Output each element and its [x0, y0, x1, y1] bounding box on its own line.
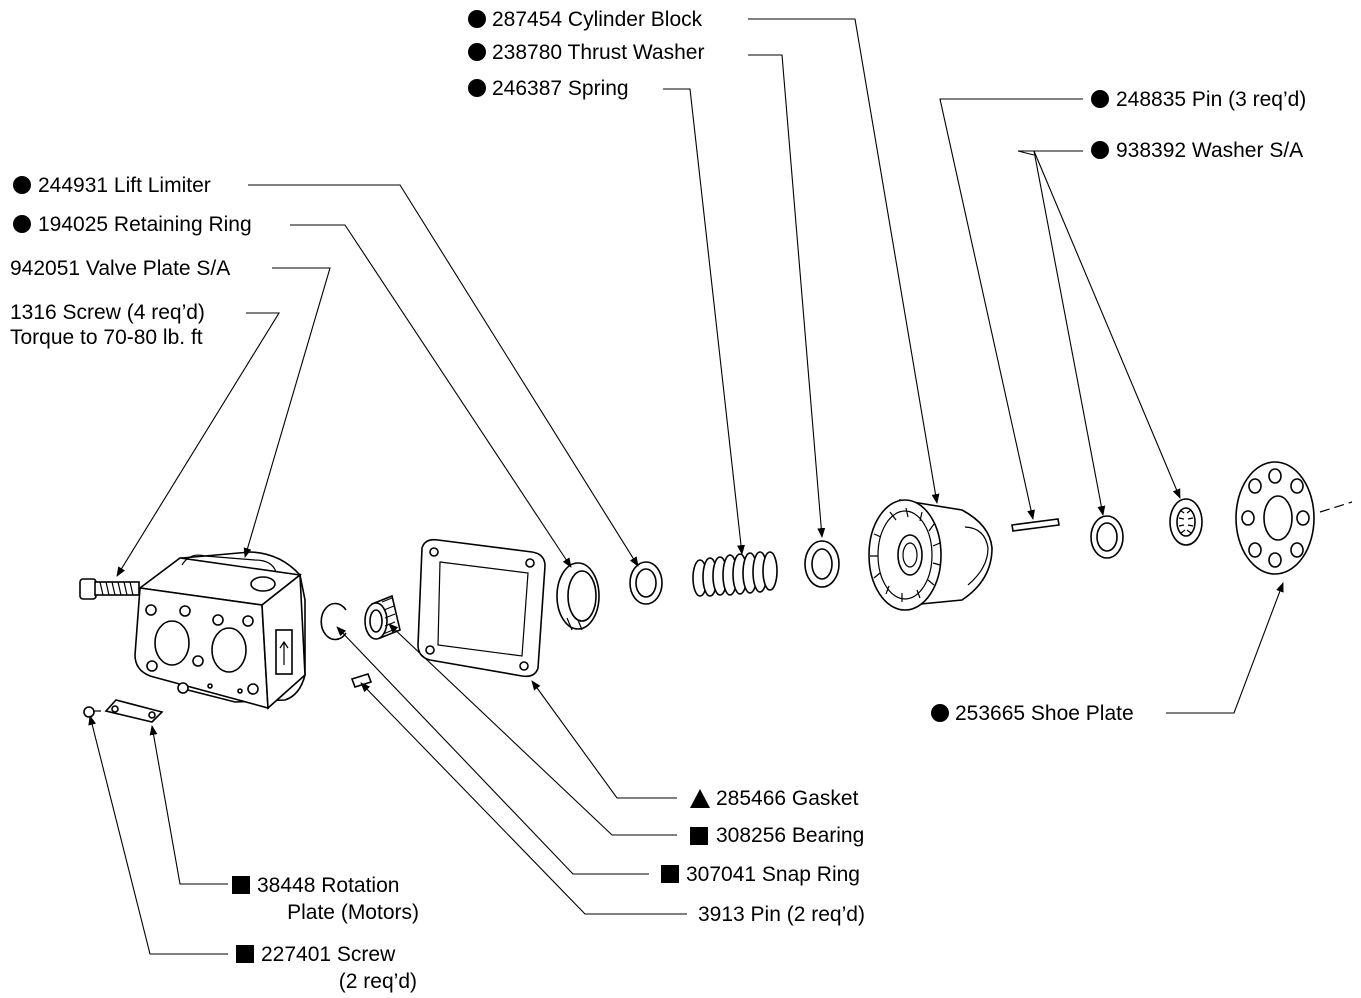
screw-1316-part [79, 578, 140, 600]
snap-ring-part [320, 602, 347, 641]
thrust-washer-part [804, 540, 840, 588]
svg-text:Plate (Motors): Plate (Motors) [287, 901, 419, 924]
svg-text:285466 Gasket: 285466 Gasket [716, 787, 859, 810]
callout-screw-227401: 227401 Screw (2 req’d) [236, 943, 417, 993]
svg-text:246387 Spring: 246387 Spring [492, 77, 629, 100]
svg-text:3913 Pin (2 req’d): 3913 Pin (2 req’d) [698, 903, 865, 926]
svg-text:307041 Snap Ring: 307041 Snap Ring [686, 863, 860, 886]
callout-screw-1316: 1316 Screw (4 req’d) Torque to 70-80 lb.… [10, 301, 205, 349]
washer-spline-part [1169, 498, 1203, 546]
spring-part [692, 551, 778, 597]
bearing-part [364, 594, 401, 640]
gasket-part [417, 538, 546, 678]
callout-shoe-plate: 253665 Shoe Plate [931, 702, 1134, 725]
svg-text:942051 Valve Plate S/A: 942051 Valve Plate S/A [10, 257, 230, 280]
callout-washer-sa: 938392 Washer S/A [1091, 139, 1303, 162]
rotation-plate-part [104, 699, 164, 723]
svg-text:308256 Bearing: 308256 Bearing [716, 824, 864, 847]
svg-text:227401 Screw: 227401 Screw [261, 943, 396, 966]
callout-bearing: 308256 Bearing [690, 824, 864, 847]
svg-text:1316 Screw (4 req’d): 1316 Screw (4 req’d) [10, 301, 205, 324]
callout-pin-3913: 3913 Pin (2 req’d) [698, 903, 865, 926]
cylinder-block-part [868, 499, 993, 611]
retaining-ring-part [556, 562, 600, 631]
callout-valve-plate: 942051 Valve Plate S/A [10, 257, 230, 280]
svg-text:244931 Lift Limiter: 244931 Lift Limiter [38, 174, 211, 197]
callout-thrust-washer: 238780 Thrust Washer [468, 41, 704, 64]
callout-spring: 246387 Spring [468, 77, 629, 100]
svg-text:238780 Thrust Washer: 238780 Thrust Washer [492, 41, 704, 64]
callout-pin-248835: 248835 Pin (3 req’d) [1091, 88, 1306, 111]
svg-text:38448 Rotation: 38448 Rotation [257, 874, 399, 897]
valve-plate-part [134, 551, 306, 710]
svg-text:(2 req’d): (2 req’d) [339, 970, 417, 993]
pin-3913-part [350, 673, 373, 688]
shoe-plate-part [1235, 461, 1353, 575]
callout-cylinder-block: 287454 Cylinder Block [468, 8, 703, 31]
svg-text:Torque to 70-80 lb. ft: Torque to 70-80 lb. ft [10, 326, 203, 349]
callout-snap-ring: 307041 Snap Ring [661, 863, 860, 886]
pin-248835-part [1011, 518, 1060, 532]
screw-227401-part [83, 706, 101, 718]
callout-lift-limiter: 244931 Lift Limiter [13, 174, 211, 197]
svg-text:194025 Retaining Ring: 194025 Retaining Ring [38, 213, 252, 236]
lift-limiter-part [629, 561, 663, 605]
callout-rotation-plate: 38448 Rotation Plate (Motors) [232, 874, 419, 924]
svg-text:287454 Cylinder Block: 287454 Cylinder Block [492, 8, 703, 31]
svg-text:938392 Washer S/A: 938392 Washer S/A [1116, 139, 1303, 162]
svg-text:248835 Pin (3 req’d): 248835 Pin (3 req’d) [1116, 88, 1306, 111]
callout-gasket: 285466 Gasket [690, 787, 859, 810]
svg-text:253665 Shoe Plate: 253665 Shoe Plate [955, 702, 1134, 725]
leader-lines [88, 18, 1284, 955]
callout-retaining-ring: 194025 Retaining Ring [13, 213, 252, 236]
washer-plain-part [1090, 515, 1124, 559]
